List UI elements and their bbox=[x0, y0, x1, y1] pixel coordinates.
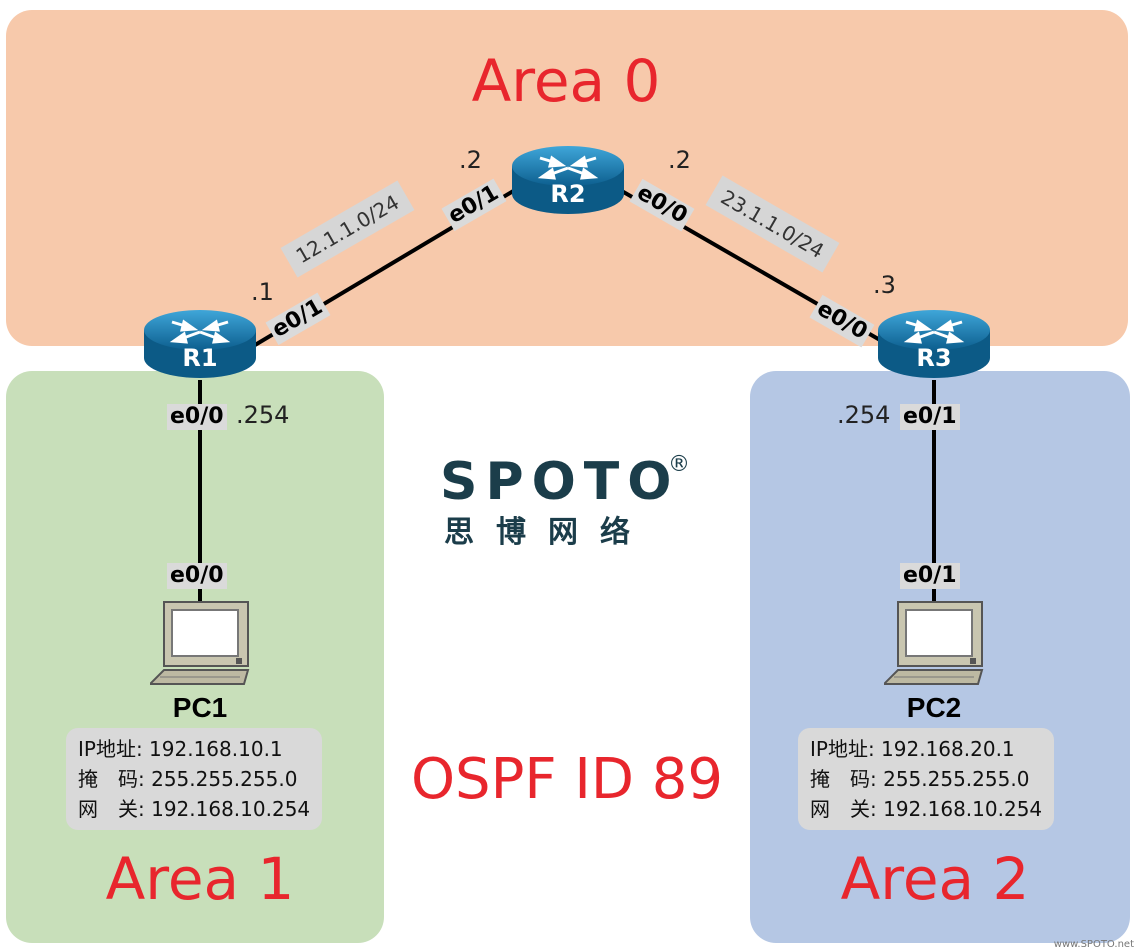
pc2-name: PC2 bbox=[906, 692, 962, 723]
logo-registered-mark: ® bbox=[668, 452, 690, 477]
pc1-name: PC1 bbox=[172, 692, 228, 723]
watermark: www.SPOTO.net bbox=[1053, 939, 1134, 950]
router-r2-name: R2 bbox=[550, 180, 586, 208]
area-0-label: Area 0 bbox=[471, 47, 661, 115]
router-icon bbox=[144, 310, 256, 378]
r3-ip-label: .3 bbox=[873, 271, 896, 299]
r1-ip-label: .1 bbox=[251, 278, 274, 306]
pc1-mask: 掩 码: 255.255.255.0 bbox=[78, 767, 298, 791]
area-1-label: Area 1 bbox=[105, 845, 295, 913]
ospf-title: OSPF ID 89 bbox=[410, 747, 724, 812]
pc1-ip: IP地址: 192.168.10.1 bbox=[78, 737, 283, 761]
computer-icon bbox=[884, 601, 984, 685]
pc2-info-box: IP地址: 192.168.20.1 掩 码: 255.255.255.0 网 … bbox=[798, 728, 1055, 830]
computer-icon bbox=[150, 601, 250, 685]
spoto-logo: SPOTO ® 思博网络 bbox=[440, 452, 700, 556]
r2-ip-right-label: .2 bbox=[668, 146, 691, 174]
router-icon bbox=[512, 146, 624, 214]
r3-if-e0-1-label: e0/1 bbox=[900, 404, 960, 430]
pc1-gateway: 网 关: 192.168.10.254 bbox=[78, 797, 311, 821]
router-r1-name: R1 bbox=[182, 344, 218, 372]
r2-ip-left-label: .2 bbox=[459, 146, 482, 174]
r3-gateway-ip-label: .254 bbox=[837, 401, 891, 429]
r1-if-e0-0-label: e0/0 bbox=[167, 404, 227, 430]
router-r1: R1 bbox=[142, 308, 258, 380]
pc2-mask: 掩 码: 255.255.255.0 bbox=[810, 767, 1030, 791]
router-r3-name: R3 bbox=[916, 344, 952, 372]
pc1-if-label: e0/0 bbox=[167, 563, 227, 589]
area-2-label: Area 2 bbox=[840, 845, 1030, 913]
router-icon bbox=[878, 310, 990, 378]
pc2-if-label: e0/1 bbox=[900, 563, 960, 589]
pc2-gateway: 网 关: 192.168.10.254 bbox=[810, 797, 1043, 821]
pc2-ip: IP地址: 192.168.20.1 bbox=[810, 737, 1015, 761]
pc1-info-box: IP地址: 192.168.10.1 掩 码: 255.255.255.0 网 … bbox=[66, 728, 323, 830]
router-r2: R2 bbox=[510, 144, 626, 216]
logo-chinese: 思博网络 bbox=[444, 515, 652, 550]
router-r3: R3 bbox=[876, 308, 992, 380]
r1-gateway-ip-label: .254 bbox=[236, 401, 290, 429]
logo-brand: SPOTO bbox=[440, 452, 680, 512]
